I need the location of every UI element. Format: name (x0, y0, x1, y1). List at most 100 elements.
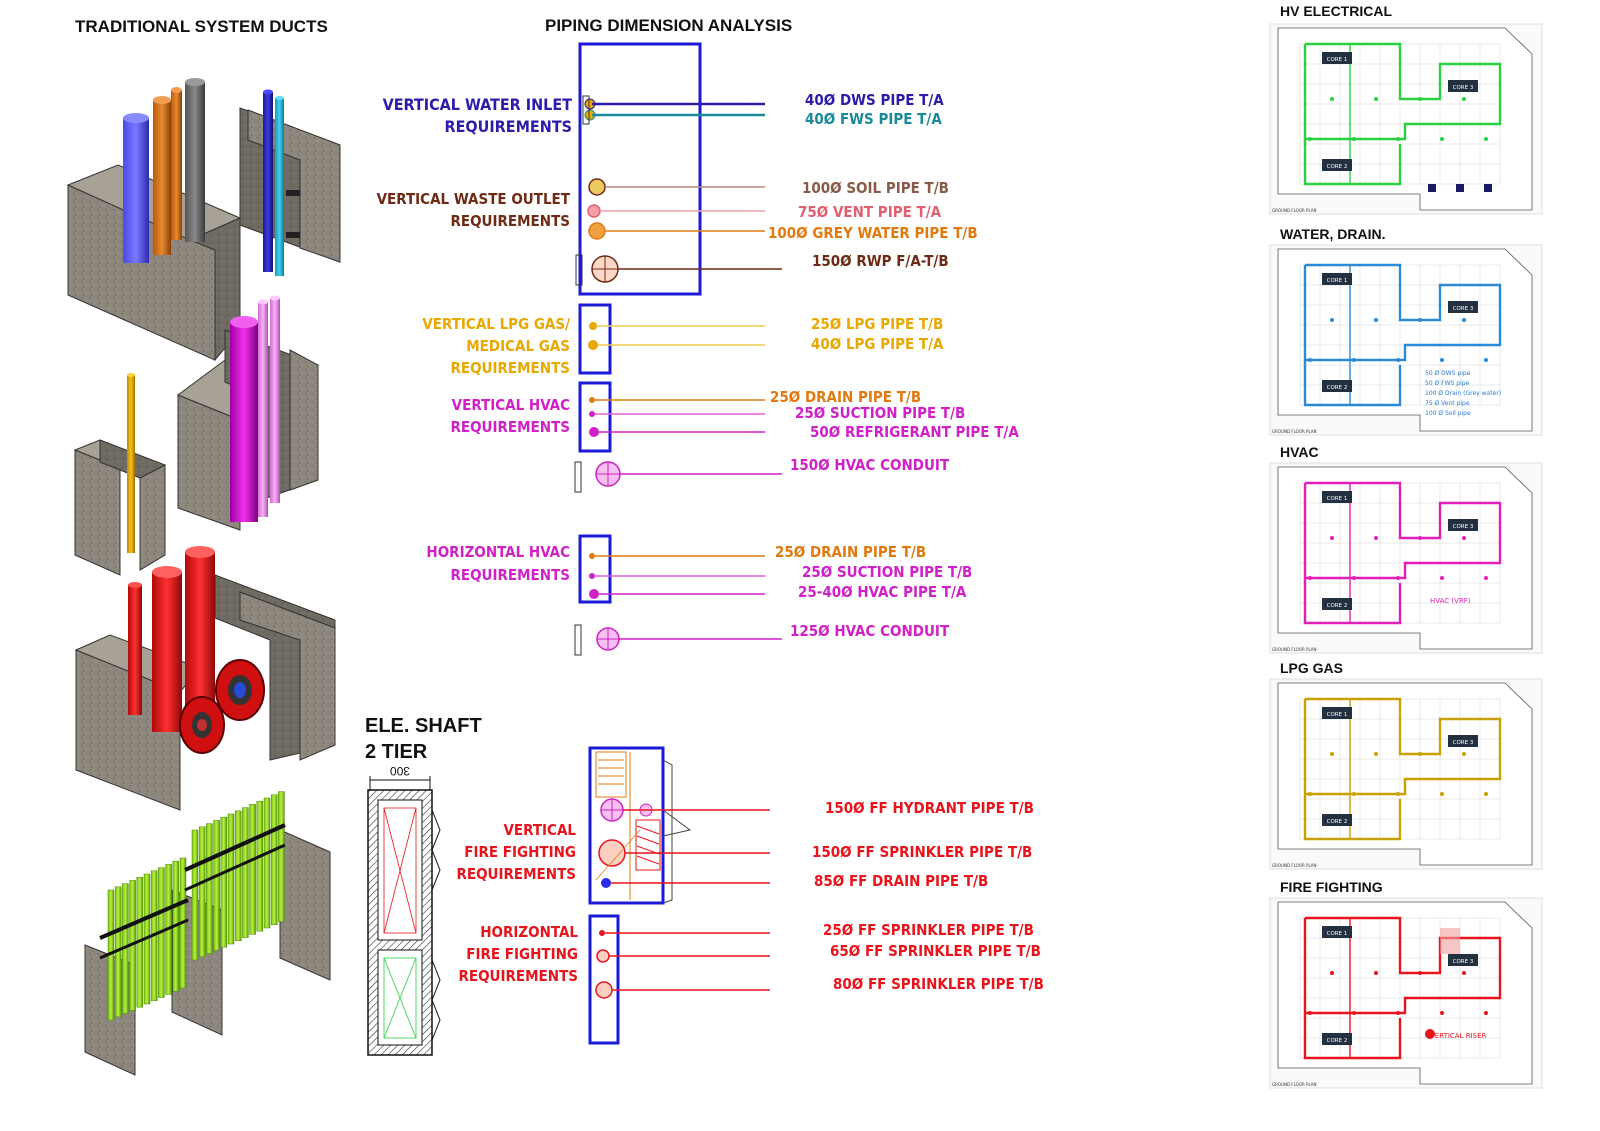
plan-core-label: CORE 3 (1453, 959, 1474, 965)
duct-water-waste-illustration (66, 78, 341, 362)
cable-bar (242, 807, 249, 938)
plan-caption: GROUND FLOOR PLAN (1272, 1082, 1317, 1087)
plan-note: 75 Ø Vent pipe (1425, 400, 1470, 407)
piping-analysis-title: PIPING DIMENSION ANALYSIS (545, 16, 792, 35)
plan-core-label: CORE 1 (1327, 712, 1348, 718)
cable-bar (213, 820, 220, 951)
plan-core-label: CORE 3 (1453, 85, 1474, 91)
plan-core-label: CORE 1 (1327, 931, 1348, 937)
ele-shaft-title-line1: ELE. SHAFT (365, 715, 482, 737)
svg-text:MEDICAL GAS: MEDICAL GAS (466, 337, 570, 355)
cable-bar (206, 823, 213, 954)
plan-title-fire-fighting: FIRE FIGHTING (1280, 879, 1383, 895)
ele-shaft-dimension: 300 (390, 764, 410, 778)
pipe-label-hh-pipe: 25-40Ø HVAC PIPE T/A (798, 583, 967, 601)
svg-text:HORIZONTAL HVAC: HORIZONTAL HVAC (426, 543, 570, 561)
cable-bar (234, 810, 242, 942)
cable-bar (256, 800, 264, 932)
pipe-label-ff-sprinkler150: 150Ø FF SPRINKLER PIPE T/B (812, 843, 1032, 861)
plan-note: 100 Ø Soil pipe (1425, 410, 1471, 417)
cable-bar (227, 813, 235, 945)
svg-text:REQUIREMENTS: REQUIREMENTS (450, 566, 570, 584)
label-hvac-horizontal: HORIZONTAL HVAC REQUIREMENTS (426, 543, 570, 584)
cable-bar (263, 797, 271, 929)
plan-note-head: VERTICAL RISER (1430, 1032, 1487, 1040)
svg-text:REQUIREMENTS: REQUIREMENTS (456, 865, 576, 883)
cable-bar (249, 804, 256, 935)
plan-caption: GROUND FLOOR PLAN (1272, 863, 1317, 868)
cable-bar (270, 794, 278, 926)
pipe-label-ff-drain: 85Ø FF DRAIN PIPE T/B (814, 872, 988, 890)
plan-core-label: CORE 3 (1453, 306, 1474, 312)
pipe-label-grey: 100Ø GREY WATER PIPE T/B (768, 224, 978, 242)
svg-text:REQUIREMENTS: REQUIREMENTS (450, 418, 570, 436)
shaft-box-fire-vertical (588, 746, 665, 905)
cable-bar (191, 829, 199, 961)
plan-caption: GROUND FLOOR PLAN (1272, 208, 1317, 213)
cable-bar (198, 826, 206, 958)
pipe-label-hh-conduit125: 125Ø HVAC CONDUIT (790, 622, 950, 640)
plan-core-label: CORE 2 (1327, 603, 1348, 609)
pipe-label-rwp: 150Ø RWP F/A-T/B (812, 252, 949, 270)
svg-text:VERTICAL: VERTICAL (503, 821, 576, 839)
plan-title-lpg-gas: LPG GAS (1280, 660, 1343, 676)
plan-core-label: CORE 1 (1327, 278, 1348, 284)
ele-shaft-title-line2: 2 TIER (365, 741, 428, 763)
svg-text:FIRE FIGHTING: FIRE FIGHTING (464, 843, 576, 861)
duct-electrical-illustration (84, 791, 331, 1076)
pipe-label-hh-suction: 25Ø SUCTION PIPE T/B (802, 563, 972, 581)
pipe-label-dws: 40Ø DWS PIPE T/A (805, 91, 944, 109)
duct-hvac-illustration (176, 295, 319, 531)
pipe-label-lpg25: 25Ø LPG PIPE T/B (811, 315, 943, 333)
pipe-label-hv-refrigerant: 50Ø REFRIGERANT PIPE T/A (810, 423, 1019, 441)
plan-note: 100 Ø Drain (Grey water) (1425, 390, 1501, 397)
duct-gas-illustration (73, 373, 166, 576)
fire-shaft-interior-sketch (595, 751, 692, 904)
pipe-label-ff-sprinkler80: 80Ø FF SPRINKLER PIPE T/B (833, 975, 1044, 993)
svg-text:FIRE FIGHTING: FIRE FIGHTING (466, 945, 578, 963)
shaft-box-hvac-horizontal (578, 534, 612, 604)
svg-text:REQUIREMENTS: REQUIREMENTS (458, 967, 578, 985)
plan-core-label: CORE 2 (1327, 164, 1348, 170)
label-hvac-vertical: VERTICAL HVAC REQUIREMENTS (450, 396, 570, 436)
plan-caption: GROUND FLOOR PLAN (1272, 429, 1317, 434)
pipe-label-ff-sprinkler65: 65Ø FF SPRINKLER PIPE T/B (830, 942, 1041, 960)
label-fire-horizontal: HORIZONTAL FIRE FIGHTING REQUIREMENTS (458, 923, 578, 985)
shaft-box-fire-horizontal (588, 914, 620, 1045)
cable-bar (220, 816, 228, 948)
plan-core-label: CORE 1 (1327, 496, 1348, 502)
svg-text:VERTICAL WATER INLET: VERTICAL WATER INLET (383, 95, 573, 114)
svg-text:REQUIREMENTS: REQUIREMENTS (450, 359, 570, 377)
svg-text:HORIZONTAL: HORIZONTAL (480, 923, 578, 941)
plan-note: 50 Ø FWS pipe (1425, 380, 1470, 387)
cable-bundle-upper (191, 791, 285, 961)
pipe-label-lpg40: 40Ø LPG PIPE T/A (811, 335, 944, 353)
label-fire-vertical: VERTICAL FIRE FIGHTING REQUIREMENTS (456, 821, 576, 883)
svg-text:REQUIREMENTS: REQUIREMENTS (444, 117, 572, 136)
shaft-box-gas (578, 303, 612, 375)
cable-bar (278, 791, 285, 922)
shaft-box-hvac-vertical (578, 381, 612, 453)
plan-title-water-drain: WATER, DRAIN. (1280, 226, 1386, 242)
plan-note: 50 Ø DWS pipe (1425, 370, 1471, 377)
pipe-label-ff-hydrant: 150Ø FF HYDRANT PIPE T/B (825, 799, 1034, 817)
pipe-label-vent: 75Ø VENT PIPE T/A (798, 203, 942, 221)
plan-core-label: CORE 2 (1327, 819, 1348, 825)
pipe-label-hv-suction: 25Ø SUCTION PIPE T/B (795, 404, 965, 422)
plan-title-hvac: HVAC (1280, 444, 1319, 460)
ele-shaft-section: ELE. SHAFT 2 TIER 300 (365, 715, 482, 1056)
plan-note-head: HVAC (VRF) (1430, 597, 1471, 605)
pipe-label-hv-drain: 25Ø DRAIN PIPE T/B (770, 388, 921, 406)
pipe-fittings (574, 95, 621, 999)
svg-text:VERTICAL HVAC: VERTICAL HVAC (452, 396, 570, 414)
label-gas: VERTICAL LPG GAS/ MEDICAL GAS REQUIREMEN… (422, 315, 570, 377)
svg-text:VERTICAL LPG GAS/: VERTICAL LPG GAS/ (422, 315, 570, 333)
plan-caption: GROUND FLOOR PLAN (1272, 647, 1317, 652)
label-waste-outlet: VERTICAL WASTE OUTLET REQUIREMENTS (377, 190, 571, 230)
pipe-connector-lines (592, 102, 782, 991)
